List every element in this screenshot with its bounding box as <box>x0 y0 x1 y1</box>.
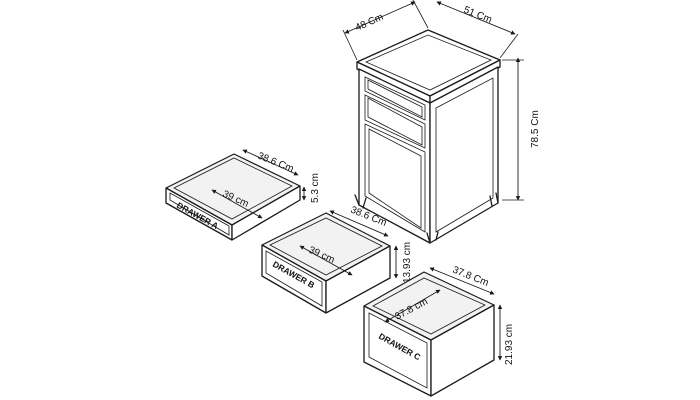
drawer-a-height-label: 5.3 cm <box>310 173 321 203</box>
drawer-c-drawing: DRAWER C <box>363 271 495 397</box>
cabinet-drawer-3 <box>364 123 426 233</box>
cabinet-height-label: 78.5 Cm <box>530 110 541 148</box>
drawer-c-width-label: 37.8 Cm <box>451 265 490 289</box>
cabinet-width-label: 51 Cm <box>462 5 493 26</box>
cabinet-depth-label: 48 Cm <box>354 12 385 34</box>
cabinet-drawing <box>354 29 501 244</box>
drawer-c-height-label: 21.93 cm <box>504 324 515 365</box>
cabinet-drawer-1 <box>364 76 426 121</box>
drawer-b-height-label: 13.93 cm <box>402 242 413 283</box>
cabinet-drawer-2 <box>364 94 426 149</box>
